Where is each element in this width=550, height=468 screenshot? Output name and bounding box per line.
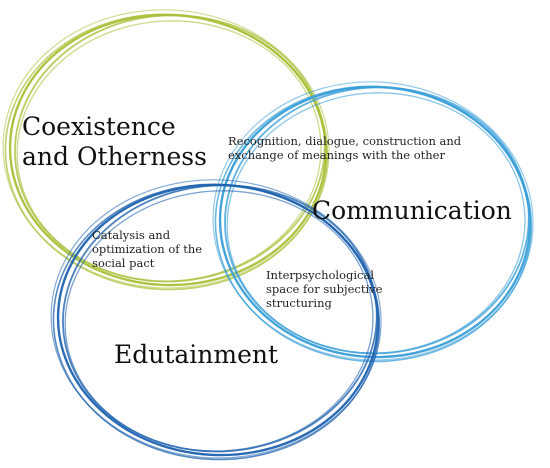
communication-ring-stroke xyxy=(212,81,534,361)
coexistence-ring-stroke xyxy=(4,13,329,291)
communication-label: Communication xyxy=(312,196,512,225)
edutainment-ring-stroke xyxy=(50,179,382,459)
coexistence-ring-stroke xyxy=(2,9,330,289)
coexistence-communication-label: Recognition, dialogue, construction and … xyxy=(228,134,462,162)
edutainment-label: Edutainment xyxy=(114,340,279,369)
edutainment-ring-stroke xyxy=(52,183,381,461)
coexistence-label: Coexistence and Otherness xyxy=(22,112,207,171)
coexistence-edutainment-label: Catalysis and optimization of the social… xyxy=(92,228,203,270)
coexistence-ring-stroke xyxy=(16,20,322,282)
communication-edutainment-label: Interpsychological space for subjective … xyxy=(266,268,383,310)
edutainment-ring-stroke xyxy=(64,190,374,452)
edutainment-ring xyxy=(50,179,382,461)
communication-ring-stroke xyxy=(214,85,533,363)
communication-ring xyxy=(212,81,534,363)
coexistence-ring xyxy=(2,9,330,291)
communication-ring-stroke xyxy=(226,92,526,354)
